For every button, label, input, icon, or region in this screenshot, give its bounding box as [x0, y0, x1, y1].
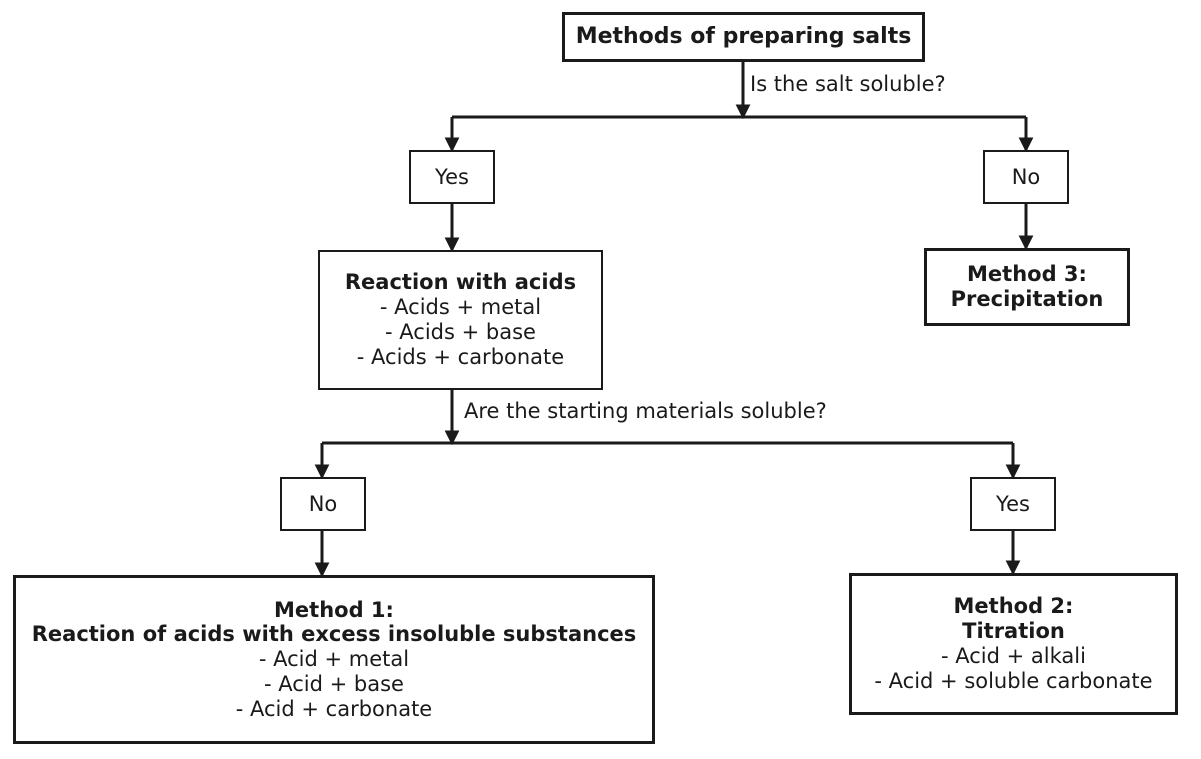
node-no-top-label: No: [1011, 164, 1041, 189]
reaction-heading: Reaction with acids: [344, 270, 577, 295]
node-yes-top-label: Yes: [435, 164, 469, 189]
method3-heading-line2: Precipitation: [950, 287, 1104, 311]
node-no-soluble[interactable]: No: [983, 150, 1069, 204]
node-reaction-with-acids[interactable]: Reaction with acids - Acids + metal - Ac…: [318, 250, 603, 390]
node-methods-of-preparing-salts[interactable]: Methods of preparing salts: [562, 12, 925, 62]
method2-item-2: - Acid + soluble carbonate: [874, 668, 1153, 693]
node-method-2-titration[interactable]: Method 2: Titration - Acid + alkali - Ac…: [849, 573, 1178, 715]
reaction-item-3: - Acids + carbonate: [356, 344, 565, 369]
node-yes-starting-materials[interactable]: Yes: [970, 477, 1056, 531]
method2-item-1: - Acid + alkali: [941, 644, 1086, 668]
method3-heading-line1: Method 3:: [967, 262, 1087, 287]
node-yes-soluble[interactable]: Yes: [409, 150, 495, 204]
method1-item-3: - Acid + carbonate: [235, 696, 433, 721]
method1-item-2: - Acid + base: [264, 671, 404, 696]
node-no-starting-materials[interactable]: No: [280, 477, 366, 531]
node-yes-bottom-label: Yes: [996, 491, 1030, 516]
node-method-3-precipitation[interactable]: Method 3: Precipitation: [924, 248, 1130, 326]
reaction-item-2: - Acids + base: [385, 320, 536, 344]
node-no-bottom-label: No: [308, 491, 338, 516]
method2-heading-line1: Method 2:: [953, 594, 1074, 619]
method1-item-1: - Acid + metal: [258, 647, 410, 672]
reaction-item-1: - Acids + metal: [379, 295, 542, 320]
method1-heading-line2: Reaction of acids with excess insoluble …: [31, 622, 637, 647]
edge-label-is-the-salt-soluble: Is the salt soluble?: [750, 72, 946, 96]
node-title-text: Methods of preparing salts: [575, 24, 912, 50]
method1-heading-line1: Method 1:: [274, 597, 394, 622]
node-method-1-excess-insoluble[interactable]: Method 1: Reaction of acids with excess …: [13, 575, 655, 744]
edge-label-are-the-starting-materials-soluble: Are the starting materials soluble?: [464, 399, 827, 423]
method2-heading-line2: Titration: [962, 619, 1065, 644]
